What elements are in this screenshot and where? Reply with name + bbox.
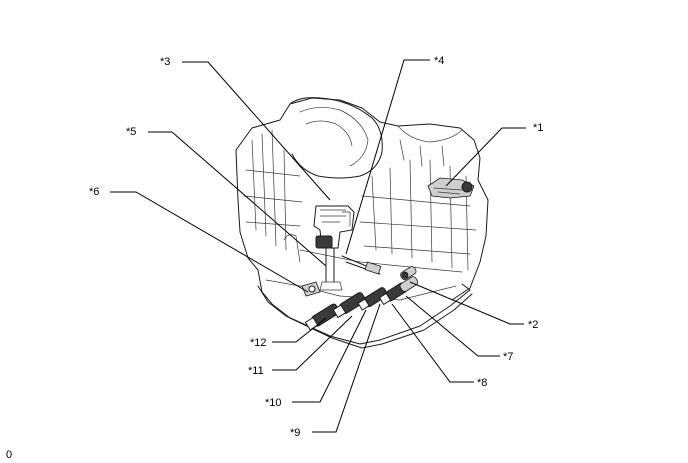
component-6 xyxy=(301,281,321,297)
component-3 xyxy=(313,205,355,249)
leader-5 xyxy=(148,131,327,267)
callout-1: *1 xyxy=(533,122,543,134)
leader-9 xyxy=(312,303,381,433)
callout-10: *10 xyxy=(265,397,282,409)
leader-1 xyxy=(445,127,526,187)
callout-5: *5 xyxy=(126,126,136,138)
leader-2 xyxy=(409,281,524,325)
transmission-illustration xyxy=(235,97,489,349)
leader-11 xyxy=(272,315,353,371)
callout-12: *12 xyxy=(250,337,267,349)
callout-3: *3 xyxy=(160,56,170,68)
leader-4 xyxy=(345,59,430,255)
callout-8: *8 xyxy=(477,377,487,389)
callout-2: *2 xyxy=(528,319,538,331)
callout-labels: *1 *2 *3 *4 *5 *6 *7 *8 *9 *10 *11 *12 xyxy=(89,55,543,439)
callout-9: *9 xyxy=(290,427,300,439)
callout-6: *6 xyxy=(89,186,99,198)
leader-lines xyxy=(110,59,526,433)
footer-mark: 0 xyxy=(6,449,12,461)
leader-12 xyxy=(272,317,327,343)
leader-6 xyxy=(110,191,309,293)
leader-8 xyxy=(391,303,474,383)
callout-4: *4 xyxy=(434,55,444,67)
component-1 xyxy=(427,177,475,199)
leader-10 xyxy=(292,309,367,403)
leader-3 xyxy=(182,61,331,201)
callout-7: *7 xyxy=(503,351,513,363)
component-4-5 xyxy=(319,247,382,291)
leader-7 xyxy=(405,295,500,357)
callout-11: *11 xyxy=(248,365,264,377)
